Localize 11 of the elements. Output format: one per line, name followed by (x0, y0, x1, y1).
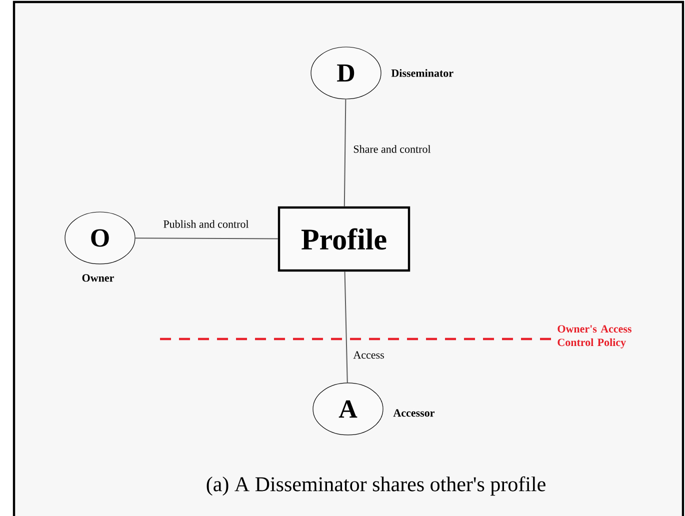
connector-line (344, 271, 348, 384)
role-label: Owner (82, 274, 114, 282)
edge-label: Publish and control (162, 219, 250, 229)
connector-line (134, 238, 278, 240)
role-label: Disseminator (391, 69, 454, 77)
profile-box: Profile (278, 206, 410, 272)
caption: (a) A Disseminator shares other's profile (206, 476, 546, 496)
connector-line (344, 98, 346, 207)
edge-label: Share and control (352, 144, 432, 154)
role-label: Accessor (393, 409, 434, 417)
policy-label: Owner's Access Control Policy (558, 325, 632, 348)
